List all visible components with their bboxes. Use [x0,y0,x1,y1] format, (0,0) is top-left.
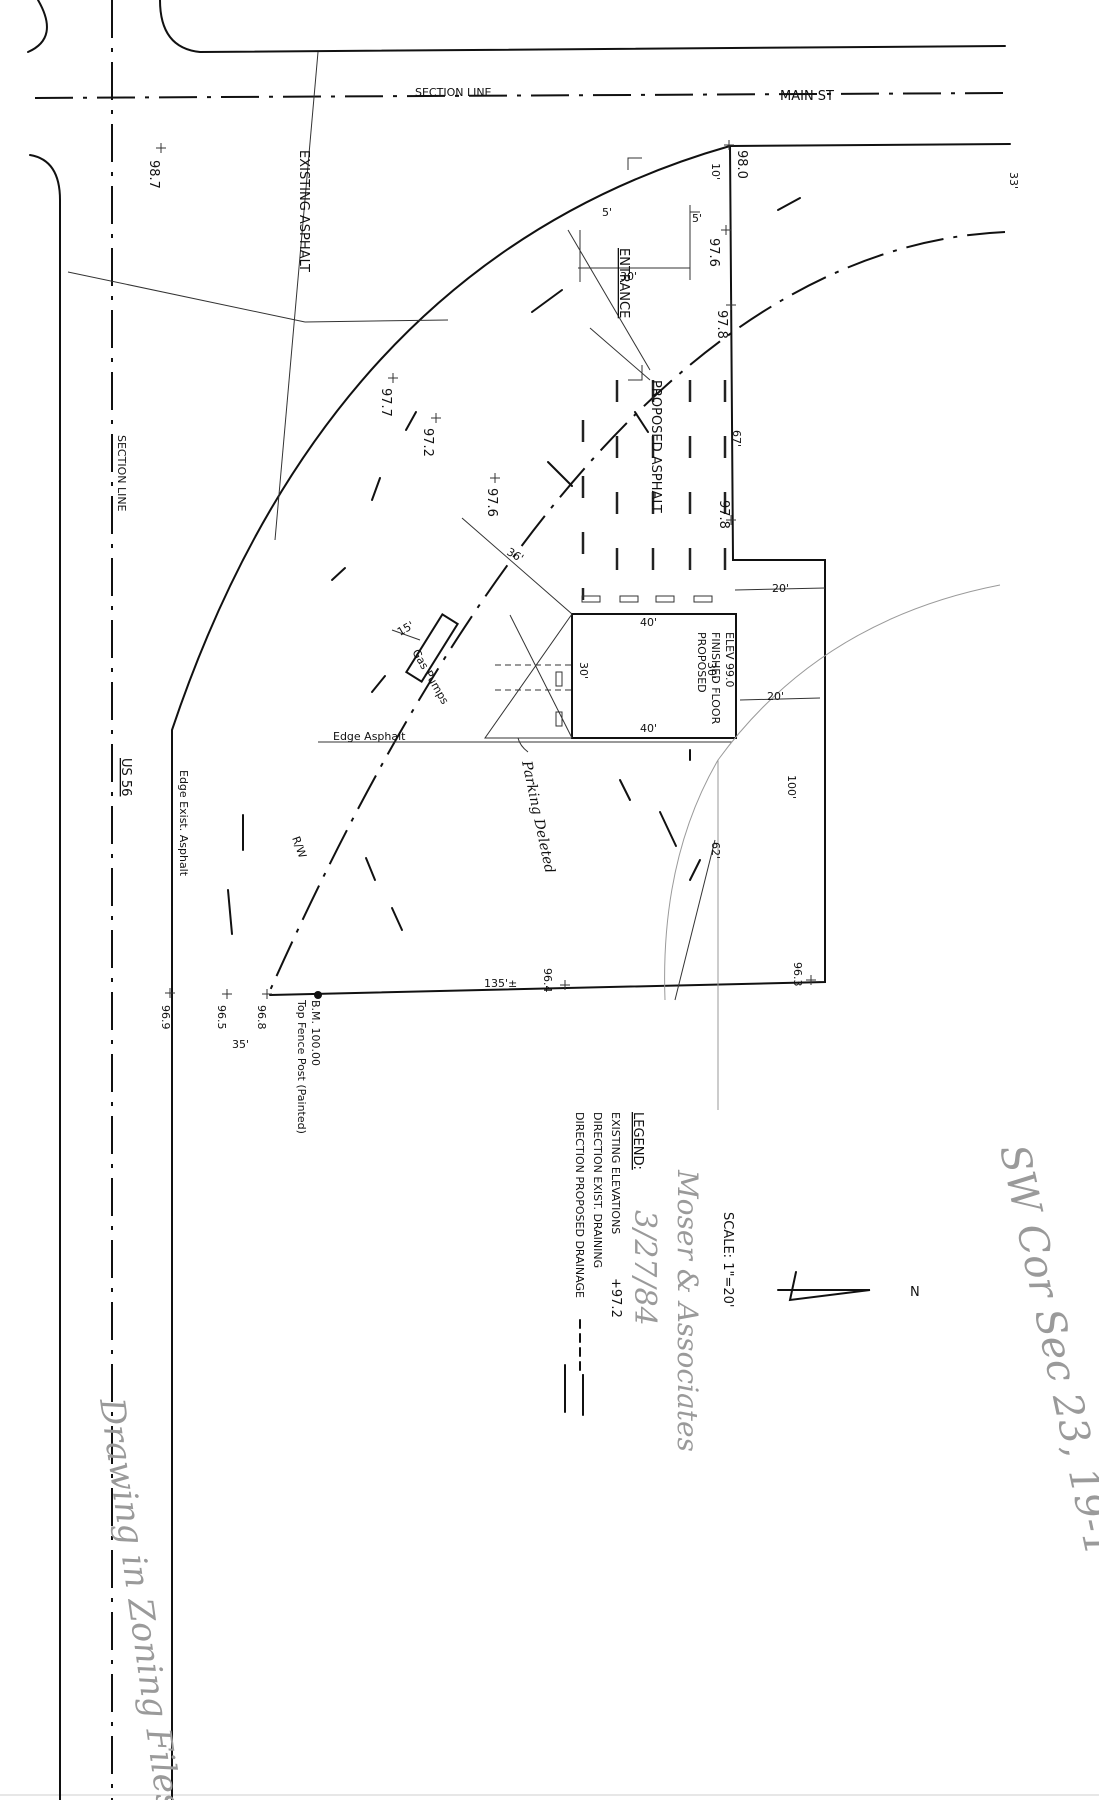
dim-5a: 5' [602,206,612,219]
label-proposed-asphalt: PROPOSED ASPHALT [648,380,663,513]
legend-item-3: DIRECTION PROPOSED DRAINAGE [573,1112,586,1298]
gas-pumps-dim [391,629,421,641]
legend-item-1: EXISTING ELEVATIONS [609,1112,622,1234]
dim-30-entrance: 30' [620,270,637,283]
elev-98-7: 98.7 [146,160,161,189]
entrance-flare [567,229,651,371]
main-st-asphalt-edge [729,143,1011,147]
elev-96-8: 96.8 [255,1005,268,1030]
label-entrance: ENTRANCE [616,248,631,318]
elev-97-8b: 97.8 [716,500,731,529]
parking-stall [693,595,713,603]
parking-stall [619,595,639,603]
dim-20-top [734,587,826,591]
section-a-marker-top [627,157,642,170]
right-of-way-line [267,231,1006,996]
elev-97-7: 97.7 [378,388,393,417]
canopy-diagonal [509,614,573,739]
parking-deleted-leader [517,737,529,753]
existing-asphalt-leader [274,51,319,541]
label-section-line-left: SECTION LINE [115,435,128,512]
dim-62: 62' [709,842,722,859]
north-arrow [777,1271,871,1302]
label-us56: US 56 [118,758,133,796]
existing-asphalt-leader-3 [304,319,449,323]
elev-96-4: 96.4 [541,968,554,993]
label-rw: R/W [289,835,309,860]
elev-98-0: 98.0 [734,150,749,179]
main-st-road-edge [159,0,1006,54]
parking-stall [655,595,675,603]
label-section-line-top: SECTION LINE [415,86,492,99]
gas-pumps [404,613,460,683]
scale-label: SCALE: 1"=20' [720,1212,735,1307]
existing-asphalt-edge [171,145,731,1800]
canopy-outline [484,613,573,739]
parking-stall [581,595,601,603]
label-edge-asphalt: Edge Asphalt [333,730,406,743]
proposed-building [571,613,737,739]
dim-15: 15' [395,619,416,639]
corner-road-edge [27,0,48,53]
legend: LEGEND: EXISTING ELEVATIONS DIRECTION EX… [573,1112,645,1298]
existing-asphalt-leader-2 [67,271,306,323]
label-main-st: MAIN ST [780,89,834,104]
section-a-marker-bottom [628,365,643,381]
elevation-crosses [156,140,816,999]
label-edge-exist-asphalt: Edge Exist. Asphalt [177,770,190,877]
entrance-flare-2 [589,327,651,381]
section-line-main [34,92,1011,99]
building-line1: PROPOSED [695,632,708,693]
dim-35: 35' [232,1038,249,1051]
dim-36: 36' [505,545,526,565]
legend-title: LEGEND: [630,1112,645,1170]
dim-20b: 20' [767,690,784,703]
elev-97-6b: 97.6 [484,488,499,517]
legend-item-2: DIRECTION EXIST. DRAINING [591,1112,604,1268]
elev-96-5: 96.5 [215,1005,228,1030]
hand-date: 3/27/84 [627,1210,662,1326]
elev-97-6a: 97.6 [706,238,721,267]
dim-135: 135'± [484,977,517,990]
dim-10: 10' [709,163,722,180]
island-mark [555,711,563,727]
dim-36-line [461,517,573,615]
building-line2: FINISHED FLOOR [709,632,722,725]
building-line3: ELEV 99.0 [723,632,736,688]
label-existing-asphalt: EXISTING ASPHALT [296,150,311,272]
dim-40a: 40' [640,616,657,629]
label-bm: B.M. 100.00 [309,1000,322,1066]
dim-67: 67' [730,430,743,447]
label-parking-deleted: Parking Deleted [518,759,558,875]
dim-40b: 40' [640,722,657,735]
label-bm-note: Top Fence Post (Painted) [295,999,308,1134]
us56-west-road-edge [29,154,61,1800]
dim-62-line [674,839,716,1001]
legend-sample-elev: +97.2 [608,1278,623,1318]
dim-5b: 5' [692,212,702,225]
hand-location: SW Cor Sec 23, 19-1 [990,1141,1099,1562]
pencil-arc [664,584,1001,1001]
north-label: N [910,1285,920,1300]
hand-firm: Moser & Associates [671,1169,704,1452]
drainage-arrows [227,197,801,935]
dim-20a: 20' [772,582,789,595]
benchmark-dot [314,991,322,999]
island-mark [555,671,563,687]
dim-100: 100' [785,775,798,799]
elev-96-3: 96.3 [791,962,804,987]
dim-30b: 30' [705,662,718,679]
elev-96-9: 96.9 [159,1005,172,1030]
elev-97-2: 97.2 [420,428,435,457]
dim-30a: 30' [577,662,590,679]
dim-20-mid [739,697,821,701]
hand-note: Drawing in Zoning Files [91,1395,189,1800]
elev-97-8a: 97.8 [714,310,729,339]
property-line [269,145,826,996]
elev-33: 33' [1007,172,1020,189]
